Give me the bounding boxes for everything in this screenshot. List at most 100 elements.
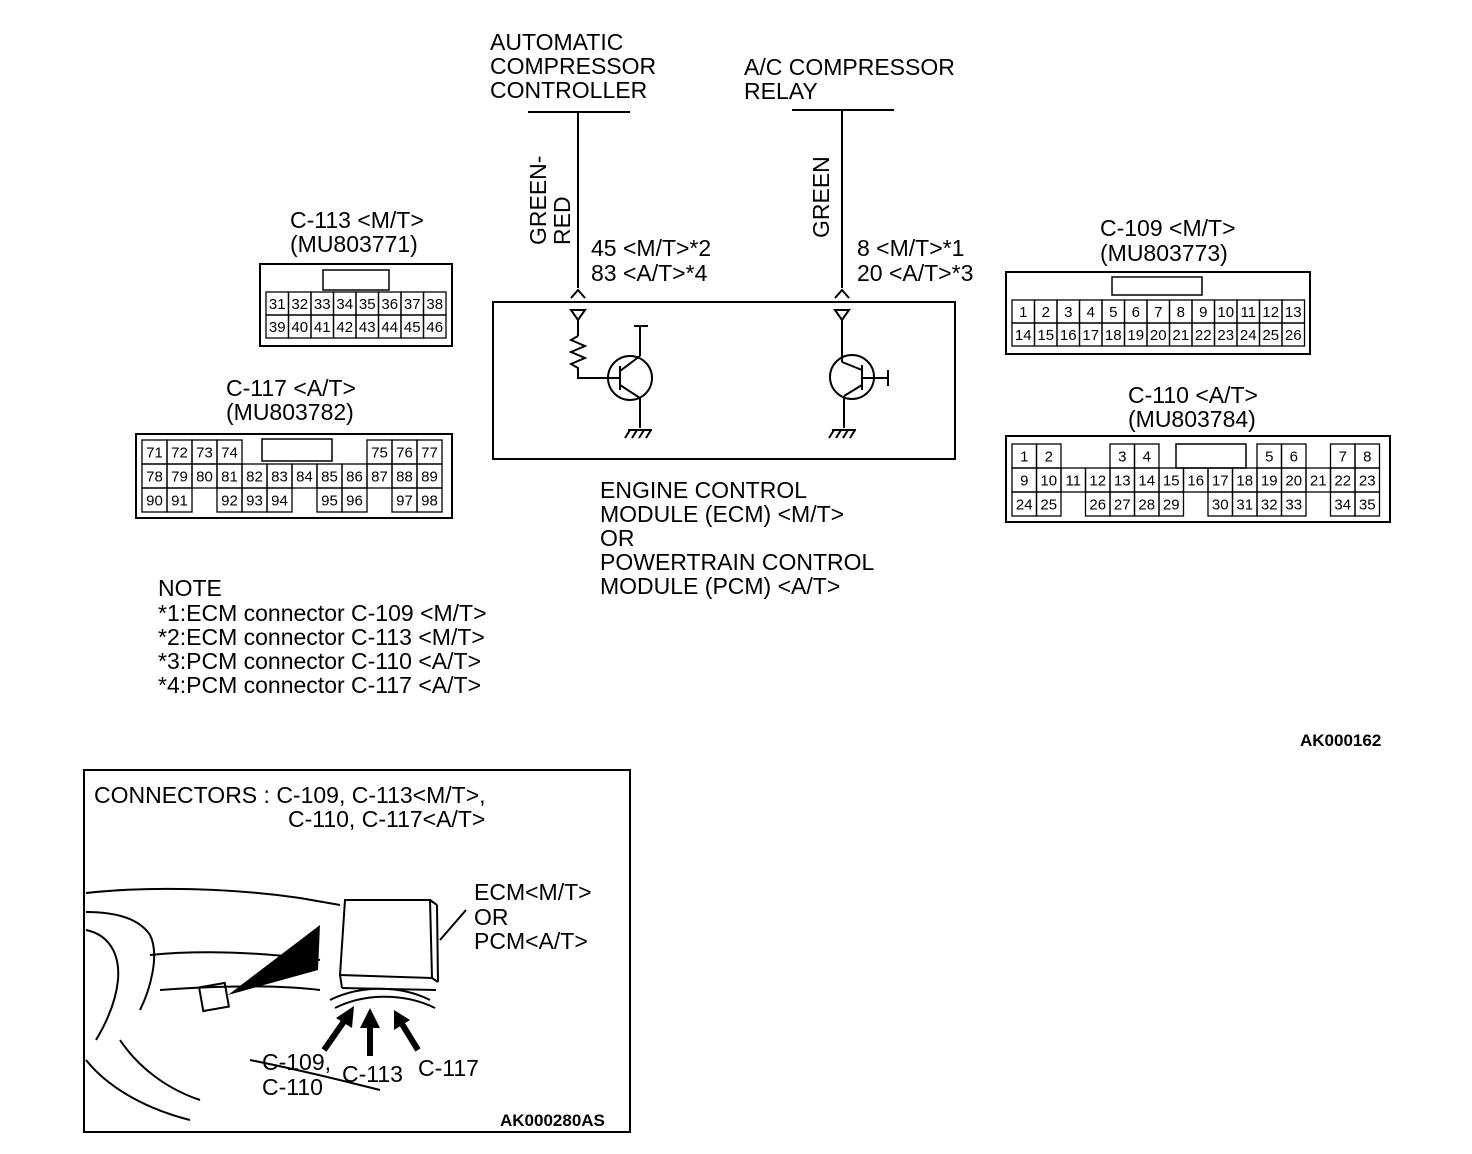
location-header-2: C-110, C-117<A/T>: [288, 806, 485, 832]
callout-c109-2: C-110: [262, 1074, 323, 1100]
c109-pin-label: 9: [1199, 304, 1207, 321]
c117-pin-label: 84: [296, 469, 313, 486]
c117-pin-label: 92: [221, 493, 238, 510]
c110-pin-label: 8: [1363, 449, 1371, 466]
arrow-c113-icon: [360, 1008, 380, 1056]
c113-pin-label: 38: [426, 296, 443, 313]
c109-pin-label: 25: [1262, 327, 1279, 344]
c110-pin-label: 21: [1310, 473, 1327, 490]
acc-controller-label-1: AUTOMATIC: [490, 29, 623, 55]
c117-pin-label: 79: [171, 469, 188, 486]
c113-pin-label: 36: [381, 296, 398, 313]
c117-pin-label: 97: [396, 493, 413, 510]
c113-pin-label: 39: [269, 319, 286, 336]
c110-pin-label: 12: [1089, 473, 1106, 490]
module-label-3: PCM<A/T>: [474, 928, 588, 954]
c117-pin-cell: [341, 487, 368, 513]
module-label-2: OR: [474, 904, 509, 930]
c109-title: C-109 <M/T>: [1100, 215, 1236, 241]
c109-pin-label: 13: [1285, 304, 1302, 321]
c110-pin-label: 3: [1118, 449, 1126, 466]
c113-pin-label: 35: [359, 296, 376, 313]
c113-pin-label: 44: [381, 319, 398, 336]
c109-pin-cell: [1281, 322, 1306, 347]
c110-pin-label: 19: [1261, 473, 1278, 490]
c109-pin-label: 15: [1037, 327, 1054, 344]
c109-pin-label: 24: [1240, 327, 1257, 344]
c117-pin-label: 90: [146, 493, 163, 510]
c110-pin-label: 23: [1359, 473, 1376, 490]
c109-pin-label: 26: [1285, 327, 1302, 344]
c117-pin-label: 83: [271, 469, 288, 486]
c109-pin-label: 3: [1064, 304, 1072, 321]
figure-code-top: AK000162: [1300, 731, 1381, 750]
c109-pin-label: 6: [1132, 304, 1140, 321]
pin-label-8: 8 <M/T>*1: [857, 235, 964, 261]
c113-title: C-113 <M/T>: [290, 207, 424, 233]
c109-pin-label: 20: [1150, 327, 1167, 344]
note-line-2: *2:ECM connector C-113 <M/T>: [158, 624, 485, 650]
c117-pin-label: 75: [371, 445, 388, 462]
ecm-label-3: OR: [600, 525, 635, 551]
ecm-label-2: MODULE (ECM) <M/T>: [600, 501, 844, 527]
ac-relay-label-2: RELAY: [744, 78, 818, 104]
ecm-label-5: MODULE (PCM) <A/T>: [600, 573, 840, 599]
module-label-1: ECM<M/T>: [474, 879, 592, 905]
note-line-4: *4:PCM connector C-117 <A/T>: [158, 672, 481, 698]
arrow-c117-icon: [394, 1010, 421, 1052]
ground-left-icon: [624, 429, 652, 439]
arrow-c109-icon: [321, 1006, 354, 1052]
c113-pin-label: 33: [314, 296, 331, 313]
c117-pin-label: 93: [246, 493, 263, 510]
c117-pin-label: 85: [321, 469, 338, 486]
c110-pin-label: 26: [1089, 497, 1106, 514]
c110-pin-label: 30: [1212, 497, 1229, 514]
c113-pin-label: 34: [336, 296, 353, 313]
c117-pin-cell: [266, 487, 293, 513]
c109-pin-label: 23: [1217, 327, 1234, 344]
c110-pin-cell: [1280, 491, 1307, 517]
callout-c117: C-117: [418, 1055, 479, 1081]
c110-pin-label: 31: [1236, 497, 1253, 514]
c113-pin-label: 32: [291, 296, 308, 313]
module-leader-line: [439, 909, 467, 941]
c110-pin-label: 18: [1236, 473, 1253, 490]
c117-pin-cell: [416, 487, 443, 513]
wire-color-green-red-1: GREEN-: [525, 156, 551, 245]
ecm-module-illustration: [329, 899, 439, 1009]
c109-pin-label: 8: [1177, 304, 1185, 321]
note-title: NOTE: [158, 575, 222, 601]
note-line-3: *3:PCM connector C-110 <A/T>: [158, 648, 481, 674]
c113-pin-label: 45: [404, 319, 421, 336]
c117-pin-label: 78: [146, 469, 163, 486]
c110-pin-cell: [1354, 491, 1381, 517]
c110-pin-label: 24: [1016, 497, 1033, 514]
c109-pin-label: 10: [1217, 304, 1234, 321]
acc-controller-label-2: COMPRESSOR: [490, 53, 656, 79]
c110-pin-label: 2: [1045, 449, 1053, 466]
c110-pin-label: 10: [1040, 473, 1057, 490]
c110-pin-label: 11: [1065, 473, 1081, 490]
c109-pin-label: 19: [1127, 327, 1144, 344]
c110-pin-label: 1: [1020, 449, 1028, 466]
c109-pin-label: 14: [1015, 327, 1032, 344]
transistor-left-icon: [607, 325, 653, 428]
callout-c109-1: C-109,: [262, 1049, 331, 1075]
c109-part: (MU803773): [1100, 240, 1228, 266]
c117-pin-label: 96: [346, 493, 363, 510]
c113-pin-label: 31: [269, 296, 286, 313]
c117-pin-label: 73: [196, 445, 213, 462]
c117-pin-label: 74: [221, 445, 238, 462]
c110-pin-label: 27: [1114, 497, 1131, 514]
c117-pin-label: 88: [396, 469, 413, 486]
c117-pin-label: 91: [171, 493, 188, 510]
c110-pin-label: 25: [1040, 497, 1057, 514]
callout-beam-icon: [228, 925, 320, 995]
ac-relay-label-1: A/C COMPRESSOR: [744, 54, 955, 80]
c109-pin-label: 12: [1262, 304, 1279, 321]
ecm-label-4: POWERTRAIN CONTROL: [600, 549, 875, 575]
c117-pin-label: 77: [421, 445, 438, 462]
